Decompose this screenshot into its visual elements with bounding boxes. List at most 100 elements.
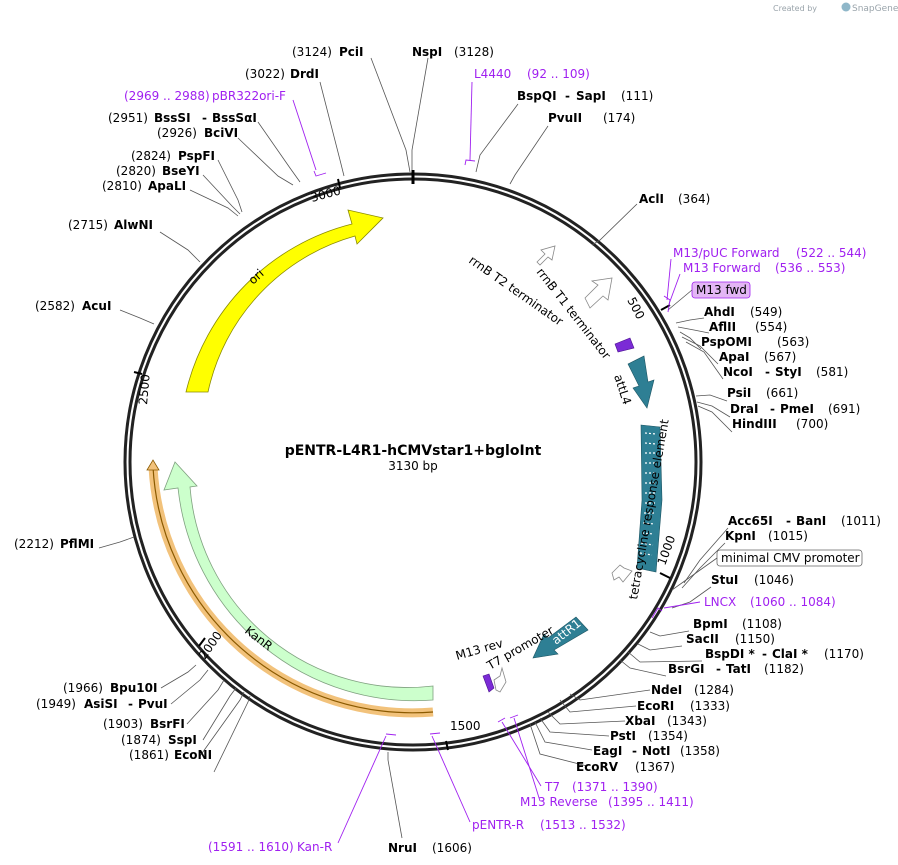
enzyme-sep-bsssi: - bbox=[202, 111, 207, 125]
enzyme-name-bspqi[interactable]: BspQI bbox=[517, 89, 557, 103]
enzyme-pos-pspfi: (2824) bbox=[131, 149, 171, 163]
enzyme-name-econi[interactable]: EcoNI bbox=[174, 748, 212, 762]
enzyme-name-aflii[interactable]: AflII bbox=[709, 320, 736, 334]
enzyme-name-bsrfi[interactable]: BsrFI bbox=[150, 717, 185, 731]
primer-name-pentr-r[interactable]: pENTR-R bbox=[472, 818, 524, 832]
primer-range-m13fwd: (536 .. 553) bbox=[775, 261, 845, 275]
primer-name-pbr322ori[interactable]: pBR322ori-F bbox=[212, 89, 286, 103]
primer-name-l4440[interactable]: L4440 bbox=[474, 67, 511, 81]
enzyme-pos-bcivi: (2926) bbox=[157, 126, 197, 140]
enzyme-sep-eagi: - bbox=[632, 744, 637, 758]
attr1-feature[interactable] bbox=[532, 616, 589, 659]
enzyme-name2-ncoi[interactable]: StyI bbox=[775, 365, 802, 379]
enzyme-name-bspdi[interactable]: BspDI * bbox=[705, 647, 755, 661]
enzyme-name-ndei[interactable]: NdeI bbox=[651, 683, 682, 697]
enzyme-name-eagi[interactable]: EagI bbox=[593, 744, 622, 758]
enzyme-name-pcii[interactable]: PciI bbox=[339, 45, 364, 59]
enzyme-name-psii[interactable]: PsiI bbox=[727, 386, 751, 400]
primer-range-pentr-r: (1513 .. 1532) bbox=[540, 818, 626, 832]
primer-range-l4440: (92 .. 109) bbox=[527, 67, 590, 81]
enzyme-name-bseyi[interactable]: BseYI bbox=[162, 164, 200, 178]
primer-name-t7[interactable]: T7 bbox=[544, 780, 560, 794]
enzyme-name-ahdi[interactable]: AhdI bbox=[704, 305, 735, 319]
enzyme-leaders bbox=[98, 57, 733, 839]
enzyme-name-pspfi[interactable]: PspFI bbox=[178, 149, 215, 163]
enzyme-pos-bspqi: (111) bbox=[621, 89, 653, 103]
enzyme-name-pflmi[interactable]: PflMI bbox=[60, 537, 94, 551]
enzyme-name-ncoi[interactable]: NcoI bbox=[723, 365, 753, 379]
enzyme-name-alwni[interactable]: AlwNI bbox=[114, 218, 153, 232]
primer-name-m13puc[interactable]: M13/pUC Forward bbox=[673, 246, 780, 260]
enzyme-name-acli[interactable]: AclI bbox=[639, 192, 664, 206]
enzyme-name-ecorv[interactable]: EcoRV bbox=[576, 760, 619, 774]
ori-feature[interactable] bbox=[185, 209, 384, 393]
enzyme-name2-acc65i[interactable]: BanI bbox=[796, 514, 826, 528]
m13-fwd-leader bbox=[667, 289, 693, 311]
enzyme-name-asisi[interactable]: AsiSI bbox=[84, 697, 118, 711]
enzyme-pos-aflii: (554) bbox=[755, 320, 787, 334]
enzyme-name-nrui[interactable]: NruI bbox=[388, 841, 417, 855]
m13-rev-feature[interactable] bbox=[482, 673, 495, 693]
tre-feature[interactable] bbox=[636, 424, 663, 573]
enzyme-name-bpu10i[interactable]: Bpu10I bbox=[110, 681, 157, 695]
enzyme-pos-alwni: (2715) bbox=[68, 218, 108, 232]
enzyme-name2-bspdi[interactable]: ClaI * bbox=[772, 647, 809, 661]
enzyme-pos-pvuii: (174) bbox=[603, 111, 635, 125]
attl4-feature[interactable] bbox=[627, 355, 655, 409]
enzyme-sep-bspqi: - bbox=[565, 89, 570, 103]
enzyme-name-sacii[interactable]: SacII bbox=[686, 632, 719, 646]
enzyme-name2-bsrgi[interactable]: TatI bbox=[726, 662, 751, 676]
enzyme-name-xbai[interactable]: XbaI bbox=[625, 714, 655, 728]
primer-name-m13rev[interactable]: M13 Reverse bbox=[520, 795, 598, 809]
enzyme-name-bpmi[interactable]: BpmI bbox=[693, 617, 728, 631]
enzyme-name-drai[interactable]: DraI bbox=[730, 402, 758, 416]
enzyme-name-nspi[interactable]: NspI bbox=[412, 45, 442, 59]
enzyme-name2-eagi[interactable]: NotI bbox=[642, 744, 671, 758]
primer-name-lncx[interactable]: LNCX bbox=[704, 595, 736, 609]
enzyme-name-hindiii[interactable]: HindIII bbox=[732, 417, 777, 431]
enzyme-pos-ecori: (1333) bbox=[690, 699, 730, 713]
primer-mark-m13-reverse bbox=[509, 714, 519, 719]
enzyme-name-apali[interactable]: ApaLI bbox=[148, 179, 186, 193]
enzyme-name2-asisi[interactable]: PvuI bbox=[138, 697, 168, 711]
rrnb-t2-terminator-feature[interactable] bbox=[536, 245, 556, 266]
enzyme-pos-bsrfi: (1903) bbox=[103, 717, 143, 731]
enzyme-name-sspi[interactable]: SspI bbox=[168, 733, 197, 747]
enzyme-pos-asisi: (1949) bbox=[36, 697, 76, 711]
primer-name-m13fwd[interactable]: M13 Forward bbox=[683, 261, 761, 275]
attl4-label: attL4 bbox=[611, 373, 634, 407]
enzyme-name-pvuii[interactable]: PvuII bbox=[548, 111, 582, 125]
enzyme-name-pspomi[interactable]: PspOMI bbox=[701, 335, 752, 349]
enzyme-name-kpni[interactable]: KpnI bbox=[725, 529, 756, 543]
enzyme-name2-bsssi[interactable]: BssSαI bbox=[212, 111, 257, 125]
purple-small-feature[interactable] bbox=[614, 337, 635, 353]
enzyme-name-bcivi[interactable]: BciVI bbox=[204, 126, 238, 140]
enzyme-pos-bspdi: (1170) bbox=[824, 647, 864, 661]
enzyme-pos-ncoi: (581) bbox=[816, 365, 848, 379]
t7-promoter-feature[interactable] bbox=[493, 666, 507, 693]
primer-name-kan-r[interactable]: Kan-R bbox=[297, 840, 332, 854]
enzyme-pos-pcii: (3124) bbox=[292, 45, 332, 59]
enzyme-name-acc65i[interactable]: Acc65I bbox=[728, 514, 773, 528]
primer-mark-t7 bbox=[497, 717, 506, 723]
enzyme-name-bsssi[interactable]: BssSI bbox=[154, 111, 191, 125]
plasmid-name: pENTR-L4R1-hCMVstar1+bgloInt bbox=[285, 443, 542, 459]
primer-range-kan-r: (1591 .. 1610) bbox=[208, 840, 294, 854]
primer-range-lncx: (1060 .. 1084) bbox=[750, 595, 836, 609]
enzyme-pos-acui: (2582) bbox=[35, 299, 75, 313]
enzyme-name2-bspqi[interactable]: SapI bbox=[576, 89, 606, 103]
enzyme-name-drdi[interactable]: DrdI bbox=[290, 67, 319, 81]
enzyme-name-apai[interactable]: ApaI bbox=[719, 350, 749, 364]
enzyme-name2-drai[interactable]: PmeI bbox=[780, 402, 814, 416]
rrnb-t1-terminator-feature[interactable] bbox=[584, 277, 613, 309]
kanr-feature[interactable] bbox=[163, 461, 434, 702]
kanr-highlight-line bbox=[152, 466, 434, 714]
min-cmv-promoter-feature[interactable] bbox=[611, 564, 633, 583]
credit-prefix: Created by bbox=[773, 4, 817, 13]
enzyme-name-bsrgi[interactable]: BsrGI bbox=[668, 662, 705, 676]
enzyme-name-acui[interactable]: AcuI bbox=[82, 299, 111, 313]
enzyme-pos-bsssi: (2951) bbox=[108, 111, 148, 125]
enzyme-name-stui[interactable]: StuI bbox=[711, 573, 738, 587]
enzyme-name-psti[interactable]: PstI bbox=[610, 729, 636, 743]
enzyme-name-ecori[interactable]: EcoRI bbox=[637, 699, 674, 713]
